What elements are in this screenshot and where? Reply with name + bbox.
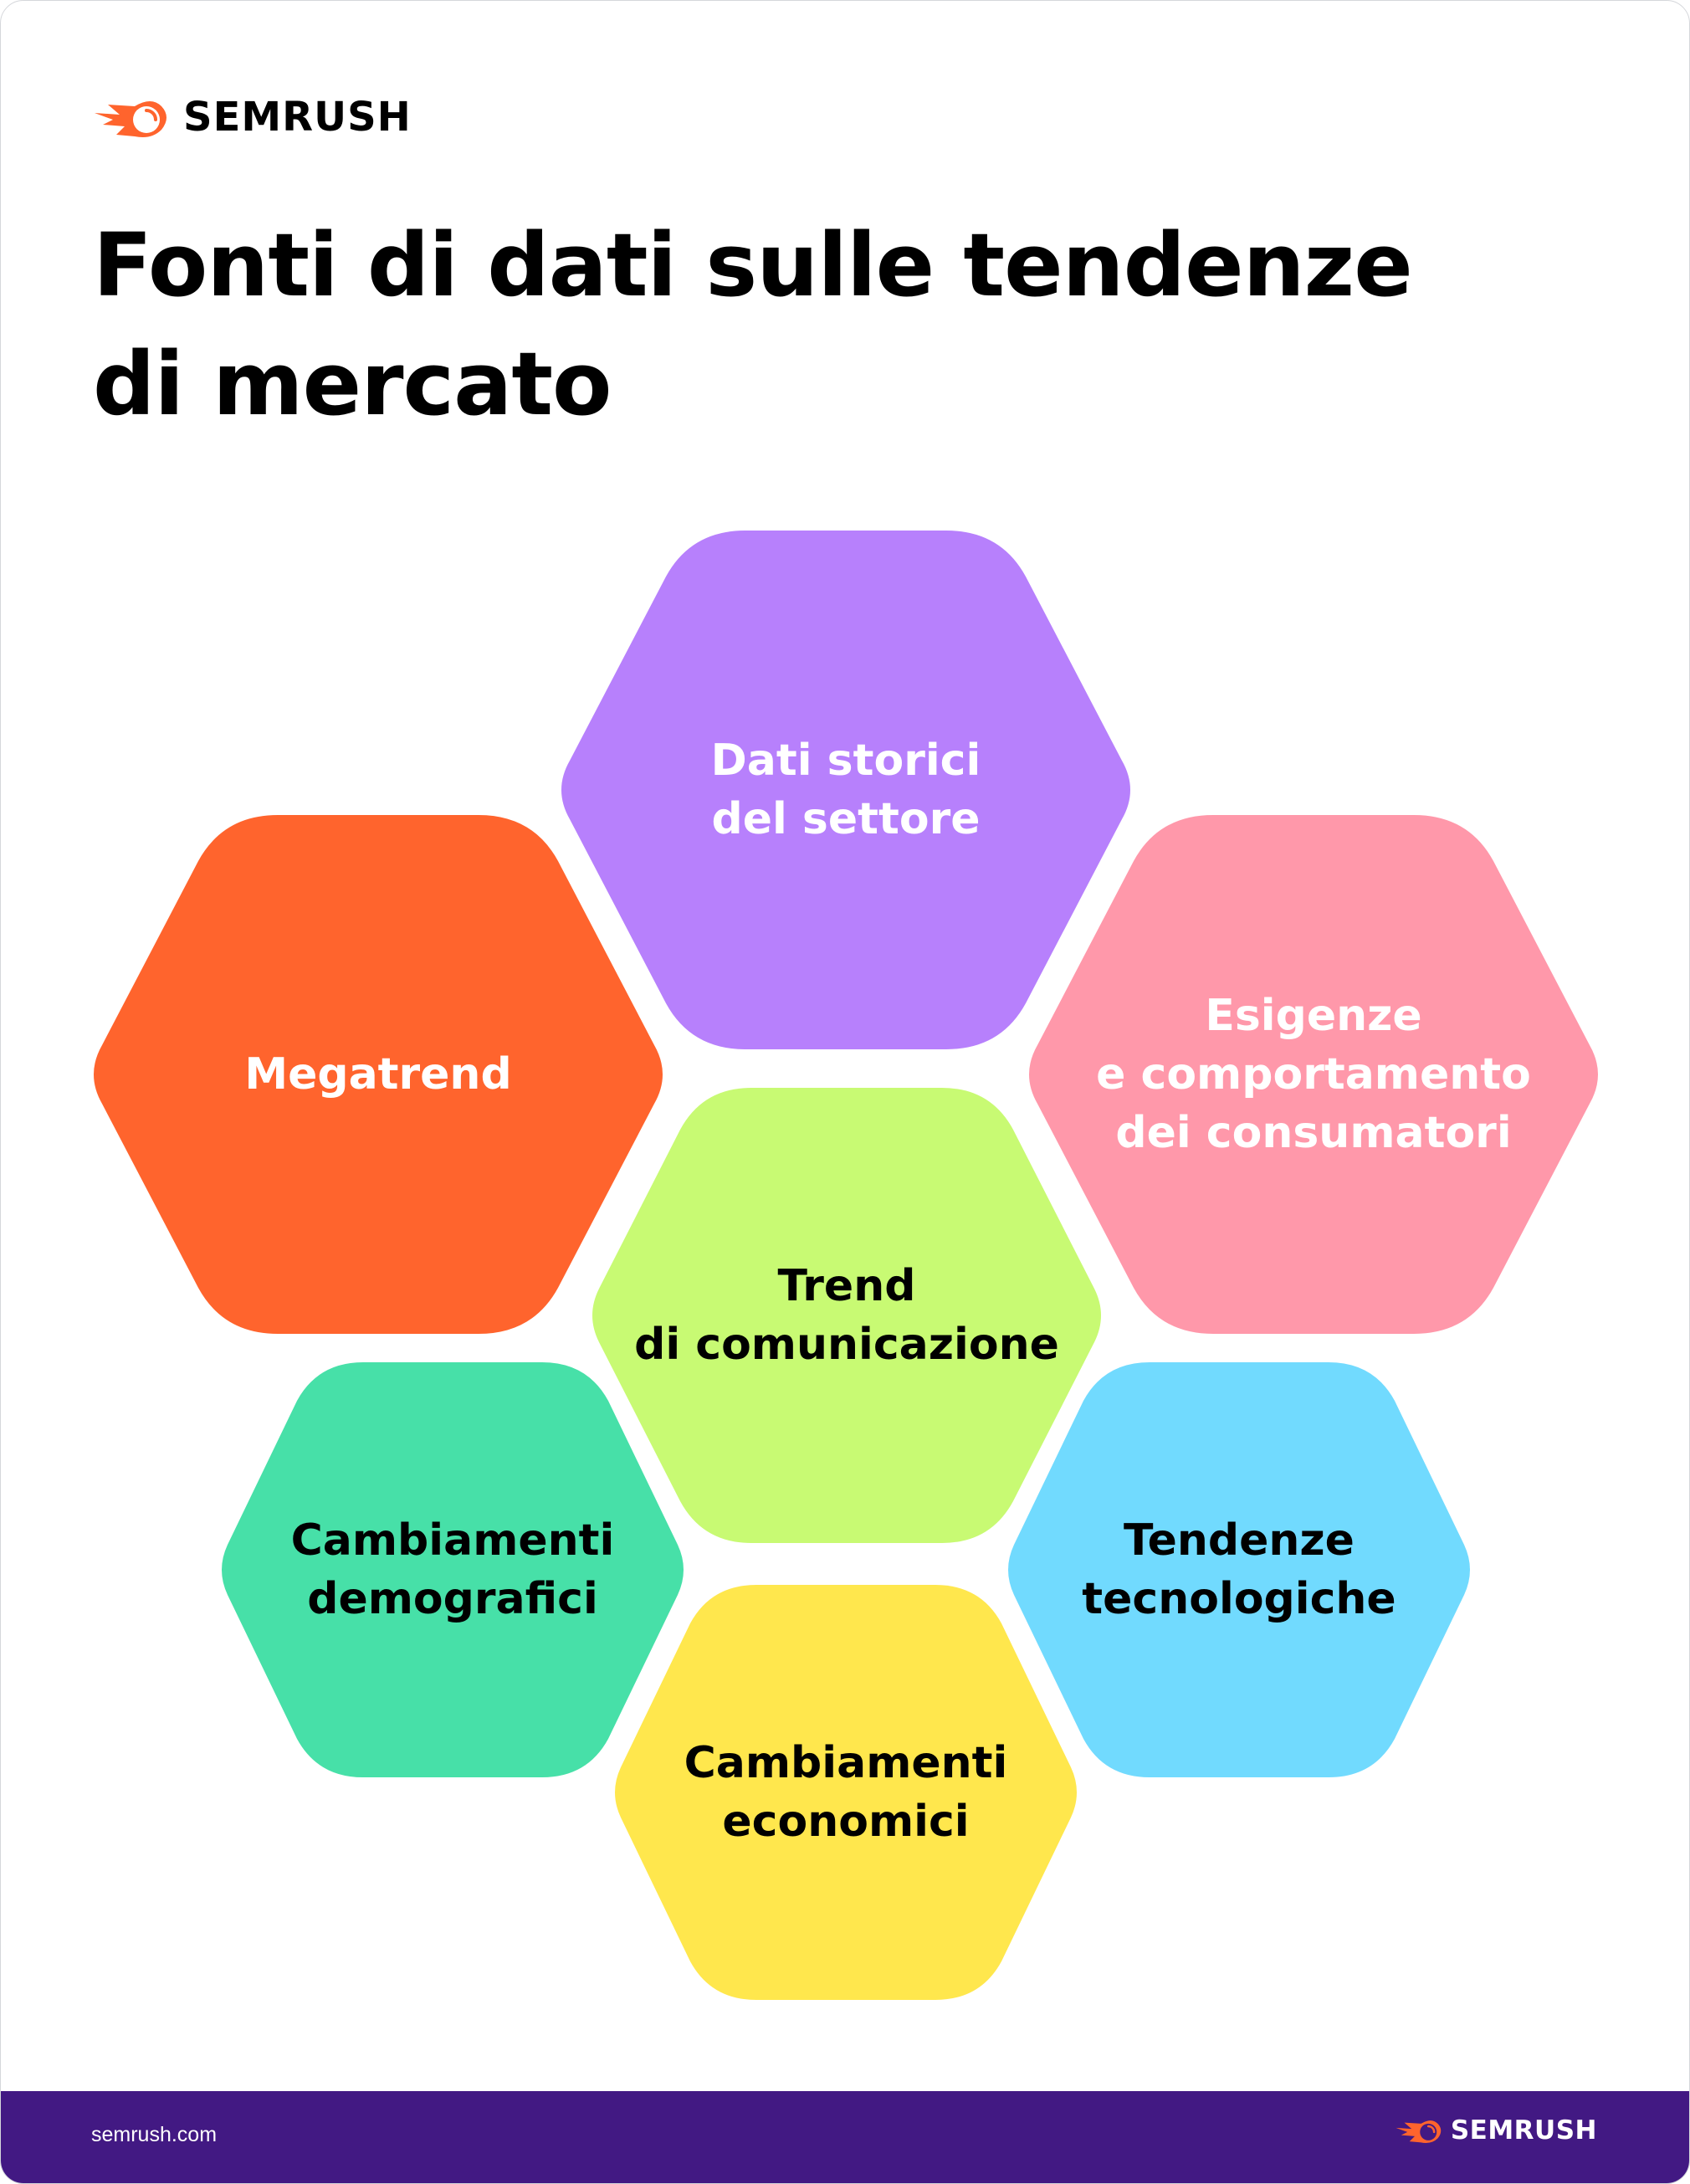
hexagon-shape [1008, 1362, 1470, 1777]
hexagon-trend-comunicazione: Trend di comunicazione [592, 1088, 1101, 1543]
footer-brand-wordmark: SEMRUSH [1450, 2115, 1597, 2146]
hexagon-label: Esigenze e comportamento dei consumatori [1096, 991, 1531, 1158]
footer-url-link[interactable]: semrush.com [91, 2123, 218, 2146]
hexagon-cambiamenti-economici: Cambiamenti economici [614, 1585, 1078, 2000]
hexagon-label: Dati storici del settore [710, 736, 981, 844]
hexagon-dati-storici: Dati storici del settore [557, 531, 1134, 1049]
hexagon-cambiamenti-demografici: Cambiamenti demografici [221, 1362, 684, 1777]
hexagon-label: Cambiamenti economici [684, 1738, 1008, 1847]
semrush-fireball-icon [95, 101, 166, 137]
brand-wordmark: SEMRUSH [183, 94, 412, 141]
hexagon-label: Trend di comunicazione [634, 1261, 1059, 1370]
hexagon-megatrend: Megatrend [90, 815, 667, 1334]
page-title: Fonti di dati sulle tendenze di mercato [93, 206, 1515, 443]
hexagon-esigenze: Esigenze e comportamento dei consumatori [1025, 815, 1602, 1334]
hexagon-shape [94, 815, 663, 1334]
hexagon-shape [222, 1362, 684, 1777]
hexagon-label: Tendenze tecnologiche [1082, 1515, 1396, 1624]
hexagon-shape [615, 1585, 1077, 2000]
footer: semrush.com SEMRUSH [1, 2091, 1689, 2183]
semrush-fireball-icon [1396, 2120, 1442, 2143]
footer-semrush-logo: SEMRUSH [1394, 2115, 1597, 2146]
hexagon-label: Megatrend [244, 1049, 512, 1100]
hexagon-label: Cambiamenti demografici [290, 1515, 615, 1624]
title-line-2: di mercato [93, 333, 612, 435]
hexagon-shape [592, 1088, 1101, 1543]
hexagon-tendenze-tecnologiche: Tendenze tecnologiche [1007, 1362, 1471, 1777]
hexagon-shape [1029, 815, 1598, 1334]
title-line-1: Fonti di dati sulle tendenze [93, 214, 1413, 316]
semrush-logo: SEMRUSH [91, 93, 412, 141]
hexagon-shape [561, 531, 1130, 1049]
